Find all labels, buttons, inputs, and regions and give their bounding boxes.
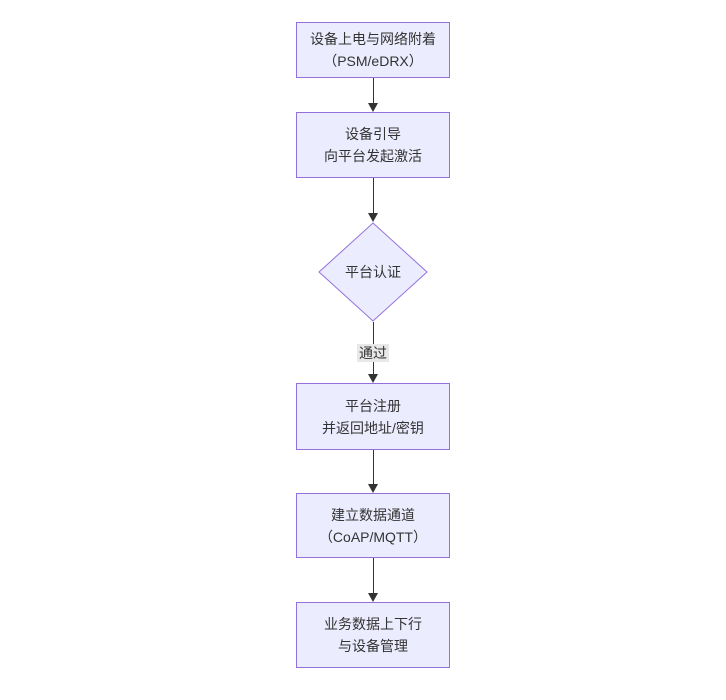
arrow-head-icon: [368, 213, 378, 222]
node-bootstrap: 设备引导 向平台发起激活: [296, 112, 450, 178]
node-data-channel-line2: （CoAP/MQTT）: [318, 528, 428, 545]
diamond-shape-icon: [318, 222, 428, 322]
arrow-down-icon: [363, 78, 383, 112]
node-bootstrap-line2: 向平台发起激活: [324, 148, 422, 164]
node-business-data: 业务数据上下行 与设备管理: [296, 602, 450, 668]
node-bootstrap-line1: 设备引导: [345, 126, 401, 142]
arrow-line: [372, 78, 374, 103]
decision-platform-auth-label: 平台认证: [345, 264, 401, 280]
node-power-attach: 设备上电与网络附着 （PSM/eDRX）: [296, 22, 450, 78]
node-business-data-line2: 与设备管理: [338, 638, 408, 654]
flowchart-column: 设备上电与网络附着 （PSM/eDRX） 设备引导 向平台发起激活 平台认证 通…: [213, 22, 533, 668]
node-power-attach-line2: （PSM/eDRX）: [323, 53, 423, 69]
node-data-channel-line1: 建立数据通道: [331, 506, 415, 523]
node-register-line2: 并返回地址/密钥: [322, 419, 424, 436]
arrow-down-icon: [363, 450, 383, 493]
node-business-data-line1: 业务数据上下行: [324, 616, 422, 632]
node-register-line1: 平台注册: [345, 397, 401, 414]
arrow-line: [372, 450, 374, 484]
arrow-head-icon: [368, 484, 378, 493]
arrow-line: [372, 558, 374, 593]
node-register: 平台注册 并返回地址/密钥: [296, 383, 450, 450]
decision-platform-auth: 平台认证: [318, 222, 428, 322]
arrow-down-icon: 通过: [357, 322, 389, 383]
node-power-attach-line1: 设备上电与网络附着: [310, 31, 436, 47]
arrow-line: [372, 178, 374, 213]
edge-label-pass: 通过: [357, 343, 389, 362]
node-data-channel: 建立数据通道 （CoAP/MQTT）: [296, 493, 450, 558]
arrow-head-icon: [368, 374, 378, 383]
arrow-head-icon: [368, 103, 378, 112]
arrow-down-icon: [363, 178, 383, 222]
arrow-head-icon: [368, 593, 378, 602]
arrow-down-icon: [363, 558, 383, 602]
